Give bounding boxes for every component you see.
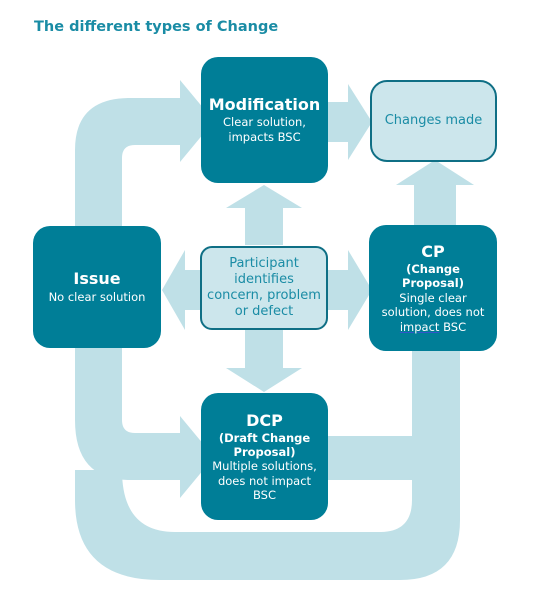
node-dcp-subheading-1: (Draft Change [218, 430, 311, 445]
node-dcp-line-1: Multiple solutions, [212, 459, 317, 474]
node-issue-line-1: No clear solution [48, 289, 146, 304]
node-changes-made-label: Changes made [384, 112, 483, 128]
node-issue-heading: Issue [73, 269, 121, 289]
node-cp-heading: CP [421, 242, 445, 262]
node-cp-subheading-1: (Change [406, 262, 460, 277]
node-modification: Modification Clear solution, impacts BSC [201, 57, 328, 183]
arrow-participant-to-issue [162, 250, 205, 330]
node-cp-subheading-2: Proposal) [402, 276, 464, 291]
diagram-title: The different types of Change [34, 19, 279, 35]
node-dcp-subheading-2: Proposal) [233, 444, 296, 459]
node-dcp: DCP (Draft Change Proposal) Multiple sol… [201, 393, 328, 520]
node-modification-line-2: impacts BSC [228, 130, 301, 145]
node-dcp-heading: DCP [246, 410, 283, 430]
node-dcp-line-3: BSC [252, 488, 277, 503]
node-cp-line-3: impact BSC [400, 320, 466, 334]
node-dcp-line-2: does not impact [217, 473, 312, 488]
node-participant-line-2: identifies [234, 271, 294, 287]
arrow-bottom-loop-to-cp [75, 338, 480, 580]
arrow-cp-to-changes [396, 160, 474, 228]
arrow-issue-to-dcp [75, 345, 214, 498]
node-cp-line-3-a: impact [399, 319, 440, 334]
arrow-dcp-to-cp [320, 436, 412, 480]
arrow-modification-to-changes [322, 84, 372, 160]
arrow-participant-to-cp [326, 250, 372, 330]
node-participant-line-3: concern, problem [207, 288, 321, 303]
node-changes-made: Changes made [370, 80, 497, 162]
node-participant-line-1: Participant [229, 255, 299, 271]
node-modification-heading: Modification [208, 94, 321, 114]
node-issue: Issue No clear solution [33, 226, 161, 348]
node-participant: Participant identifies concern, problem … [200, 246, 328, 330]
node-cp-line-3-b: BSC [443, 319, 467, 334]
arrow-issue-to-modification [75, 80, 214, 228]
arrow-participant-to-modification [226, 185, 302, 245]
node-cp-line-1: Single clear [399, 290, 467, 305]
node-modification-line-1: Clear solution, [223, 115, 306, 130]
node-cp: CP (Change Proposal) Single clear soluti… [369, 225, 497, 351]
node-participant-line-4: or defect [234, 304, 294, 320]
node-cp-line-2: solution, does not [381, 305, 485, 320]
arrow-participant-to-dcp [226, 330, 302, 392]
